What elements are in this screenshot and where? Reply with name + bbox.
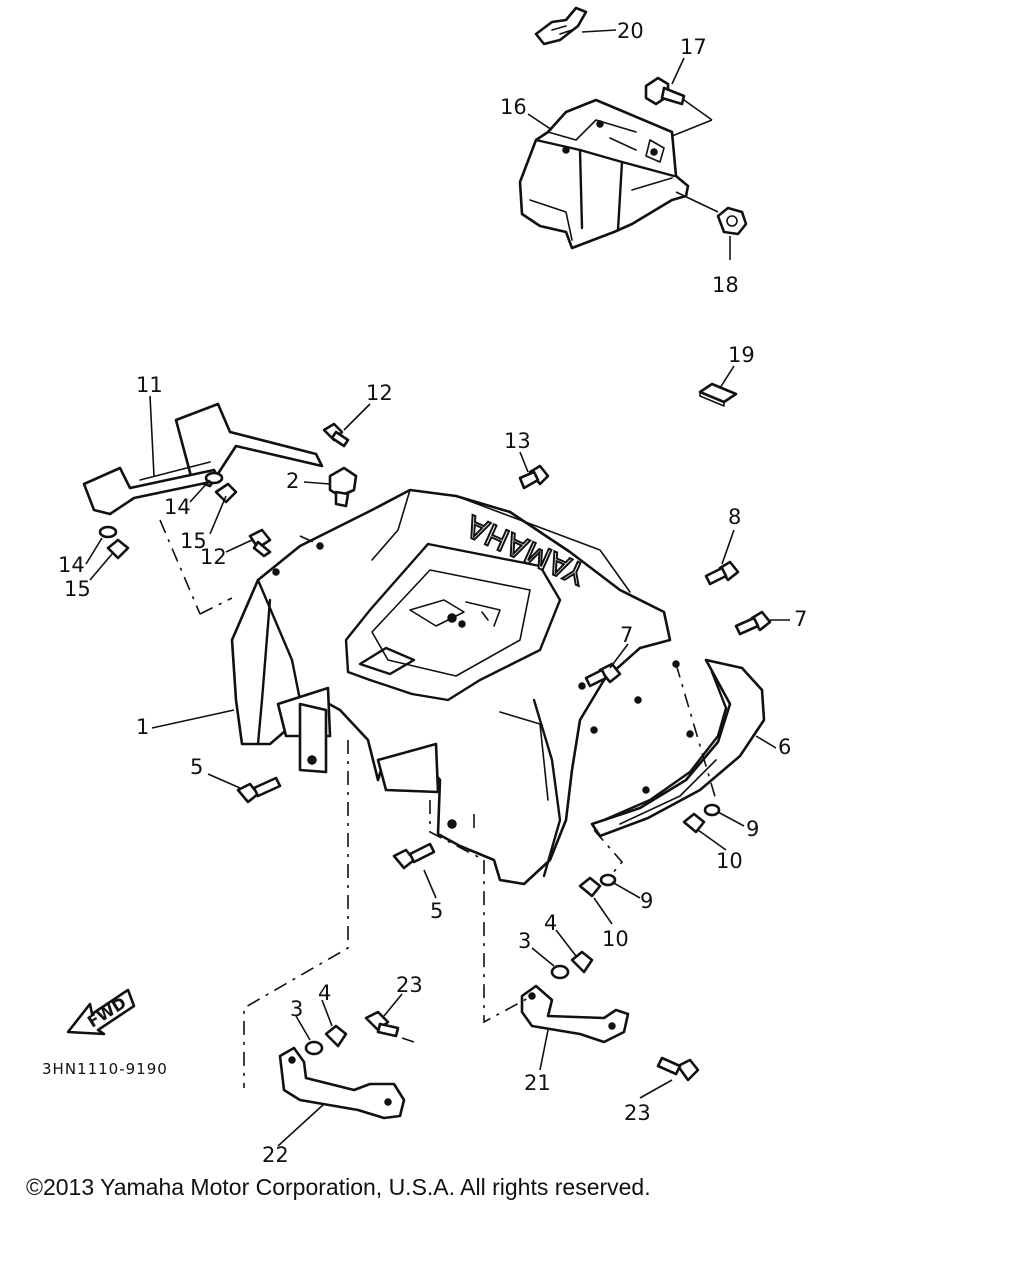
diagram-code: 3HN1110-9190 <box>42 1060 168 1078</box>
part-16-storage-box[interactable] <box>518 98 690 250</box>
part-6-guard[interactable] <box>590 658 766 838</box>
part-23-bolt-right[interactable] <box>656 1056 700 1082</box>
callout-5-center: 5 <box>430 899 443 923</box>
part-7-bolt-center[interactable] <box>584 662 622 688</box>
callout-16: 16 <box>500 95 527 119</box>
callout-2: 2 <box>286 469 299 493</box>
part-9-washer-center[interactable] <box>599 873 617 887</box>
callout-18: 18 <box>712 273 739 297</box>
part-15-nut-upper[interactable] <box>214 482 238 504</box>
callout-4-left: 4 <box>318 981 331 1005</box>
callout-23-left: 23 <box>396 973 423 997</box>
callout-17: 17 <box>680 35 707 59</box>
part-5-bolt-center[interactable] <box>392 842 436 870</box>
fwd-arrow-icon: FWD <box>66 988 136 1036</box>
callout-9-center: 9 <box>640 889 653 913</box>
part-4-nut-left[interactable] <box>324 1024 348 1048</box>
callout-12-lower: 12 <box>200 545 227 569</box>
part-10-nut-right[interactable] <box>682 812 706 834</box>
callout-6: 6 <box>778 735 791 759</box>
part-5-bolt-left[interactable] <box>236 776 282 804</box>
alignment-lines <box>159 519 717 1088</box>
callout-4-right: 4 <box>544 911 557 935</box>
callout-5-left: 5 <box>190 755 203 779</box>
part-3-washer-left[interactable] <box>304 1040 324 1056</box>
callout-10-center: 10 <box>602 927 629 951</box>
part-22-bracket[interactable] <box>278 1046 406 1120</box>
leader-lines <box>85 29 790 1147</box>
part-13-bolt[interactable] <box>518 464 550 490</box>
part-12-bolt-lower[interactable] <box>248 528 272 558</box>
callout-15-upper: 15 <box>180 529 207 553</box>
part-15-nut-lower[interactable] <box>106 538 130 560</box>
callout-10-right: 10 <box>716 849 743 873</box>
callout-20: 20 <box>617 19 644 43</box>
callout-14-upper: 14 <box>164 495 191 519</box>
callout-19: 19 <box>728 343 755 367</box>
callout-3-left: 3 <box>290 997 303 1021</box>
copyright-notice: ©2013 Yamaha Motor Corporation, U.S.A. A… <box>26 1174 651 1200</box>
part-21-bracket[interactable] <box>520 984 630 1044</box>
part-2-bolt[interactable] <box>328 466 358 508</box>
part-11-stay[interactable] <box>82 402 324 516</box>
callout-11: 11 <box>136 373 163 397</box>
callout-8: 8 <box>728 505 741 529</box>
callout-13: 13 <box>504 429 531 453</box>
callout-21: 21 <box>524 1071 551 1095</box>
callout-numbers: 20 17 16 18 19 11 12 13 2 14 15 12 14 15… <box>42 19 807 1167</box>
part-8-bolt[interactable] <box>704 560 740 586</box>
callout-14-lower: 14 <box>58 553 85 577</box>
callout-12-upper: 12 <box>366 381 393 405</box>
part-10-nut-center[interactable] <box>578 876 602 898</box>
part-17-bolt[interactable] <box>644 76 686 106</box>
callout-15-lower: 15 <box>64 577 91 601</box>
callout-3-right: 3 <box>518 929 531 953</box>
part-23-bolt-left[interactable] <box>364 1010 400 1038</box>
callout-1: 1 <box>136 715 149 739</box>
part-9-washer-right[interactable] <box>703 803 721 817</box>
part-3-washer-right[interactable] <box>550 964 570 980</box>
callout-22: 22 <box>262 1143 289 1167</box>
callout-7-right: 7 <box>794 607 807 631</box>
part-4-nut-right[interactable] <box>570 950 594 974</box>
callout-9-right: 9 <box>746 817 759 841</box>
callout-7-center: 7 <box>620 623 633 647</box>
part-18-nut[interactable] <box>716 206 748 236</box>
part-7-bolt-right[interactable] <box>734 610 772 636</box>
part-12-bolt-upper[interactable] <box>322 422 350 448</box>
part-19-pad[interactable] <box>698 382 738 407</box>
callout-23-right: 23 <box>624 1101 651 1125</box>
part-20-clip[interactable] <box>534 6 588 46</box>
part-14-washer-lower[interactable] <box>98 525 118 539</box>
